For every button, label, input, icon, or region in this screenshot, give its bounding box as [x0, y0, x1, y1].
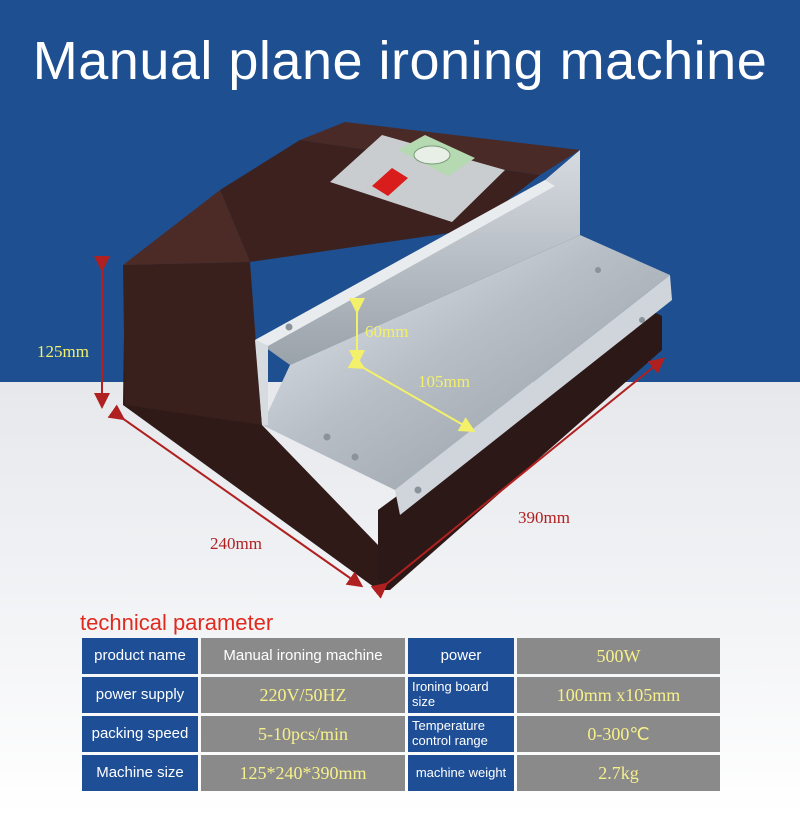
- machine-front-face: [123, 262, 262, 425]
- machine-size-label: Machine size: [82, 755, 198, 791]
- table-row: power supply 220V/50HZ Ironing board siz…: [82, 677, 720, 713]
- machine-illustration: [94, 122, 672, 599]
- power-value: 500W: [517, 638, 720, 674]
- screw: [323, 433, 331, 441]
- control-panel: [330, 135, 505, 222]
- machine-top-left: [123, 190, 250, 265]
- board-size-label: Ironing board size: [408, 677, 514, 713]
- length-arrow: [370, 357, 666, 599]
- width-label: 240mm: [210, 534, 262, 553]
- params-title: technical parameter: [80, 610, 274, 635]
- temperature-dial: [413, 145, 451, 165]
- table-row: Machine size 125*240*390mm machine weigh…: [82, 755, 720, 791]
- packing-speed-value: 5-10pcs/min: [201, 716, 405, 752]
- table-row: product name Manual ironing machine powe…: [82, 638, 720, 674]
- screw: [639, 317, 645, 323]
- screw: [285, 323, 293, 331]
- power-supply-value: 220V/50HZ: [201, 677, 405, 713]
- board-size-value: 100mm x105mm: [517, 677, 720, 713]
- screw: [351, 453, 359, 461]
- power-supply-label: power supply: [82, 677, 198, 713]
- product-name-label: product name: [82, 638, 198, 674]
- width-arrow: [107, 404, 364, 588]
- machine-weight-value: 2.7kg: [517, 755, 720, 791]
- temp-range-value: 0-300℃: [517, 716, 720, 752]
- slot-height-label: 60mm: [365, 322, 409, 341]
- vertical-rail: [255, 340, 268, 425]
- screw: [414, 486, 422, 494]
- height-label: 125mm: [37, 342, 89, 361]
- power-switch: [372, 168, 408, 196]
- machine-weight-label: machine weight: [408, 755, 514, 791]
- packing-speed-label: packing speed: [82, 716, 198, 752]
- length-label: 390mm: [518, 508, 570, 527]
- slot-depth-label: 105mm: [418, 372, 470, 391]
- machine-size-value: 125*240*390mm: [201, 755, 405, 791]
- product-name-value: Manual ironing machine: [201, 638, 405, 674]
- page-title: Manual plane ironing machine: [32, 31, 768, 91]
- power-label: power: [408, 638, 514, 674]
- ironing-plate-rail: [255, 180, 555, 346]
- temp-range-label: Temperature control range: [408, 716, 514, 752]
- parameter-table: product name Manual ironing machine powe…: [79, 635, 723, 794]
- table-row: packing speed 5-10pcs/min Temperature co…: [82, 716, 720, 752]
- screw: [595, 267, 601, 273]
